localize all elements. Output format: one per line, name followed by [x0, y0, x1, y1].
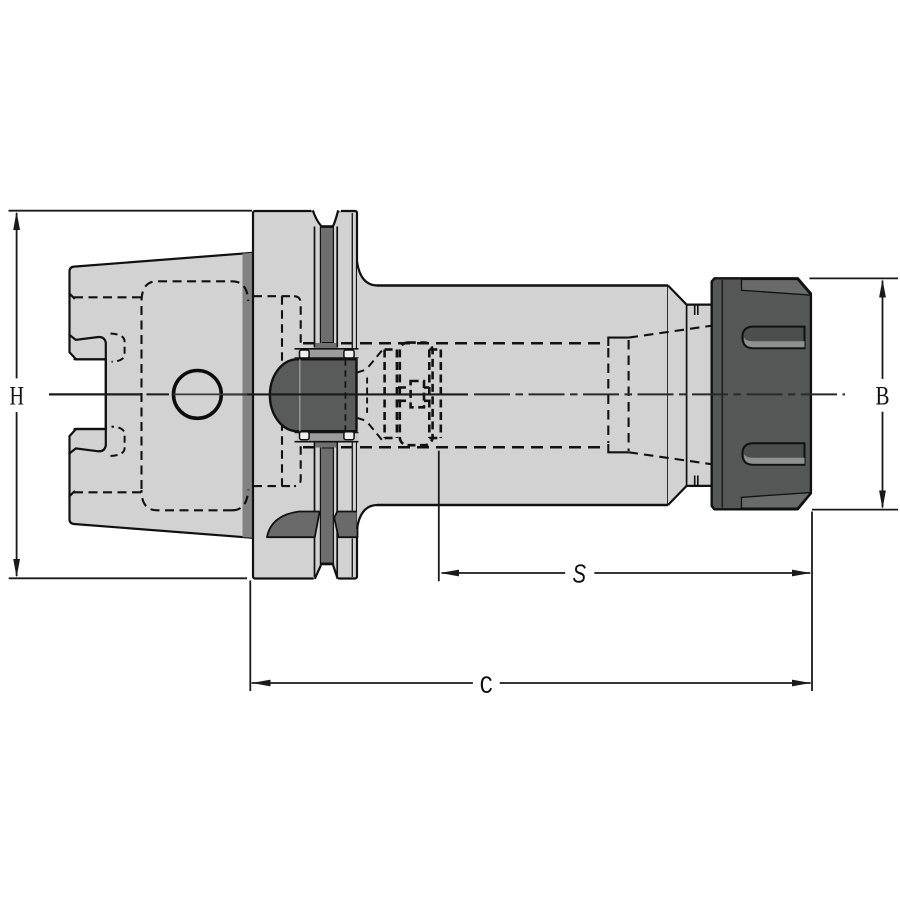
svg-text:S: S — [573, 559, 587, 589]
svg-text:C: C — [480, 672, 494, 701]
svg-text:B: B — [876, 382, 890, 411]
svg-text:H: H — [10, 382, 25, 411]
